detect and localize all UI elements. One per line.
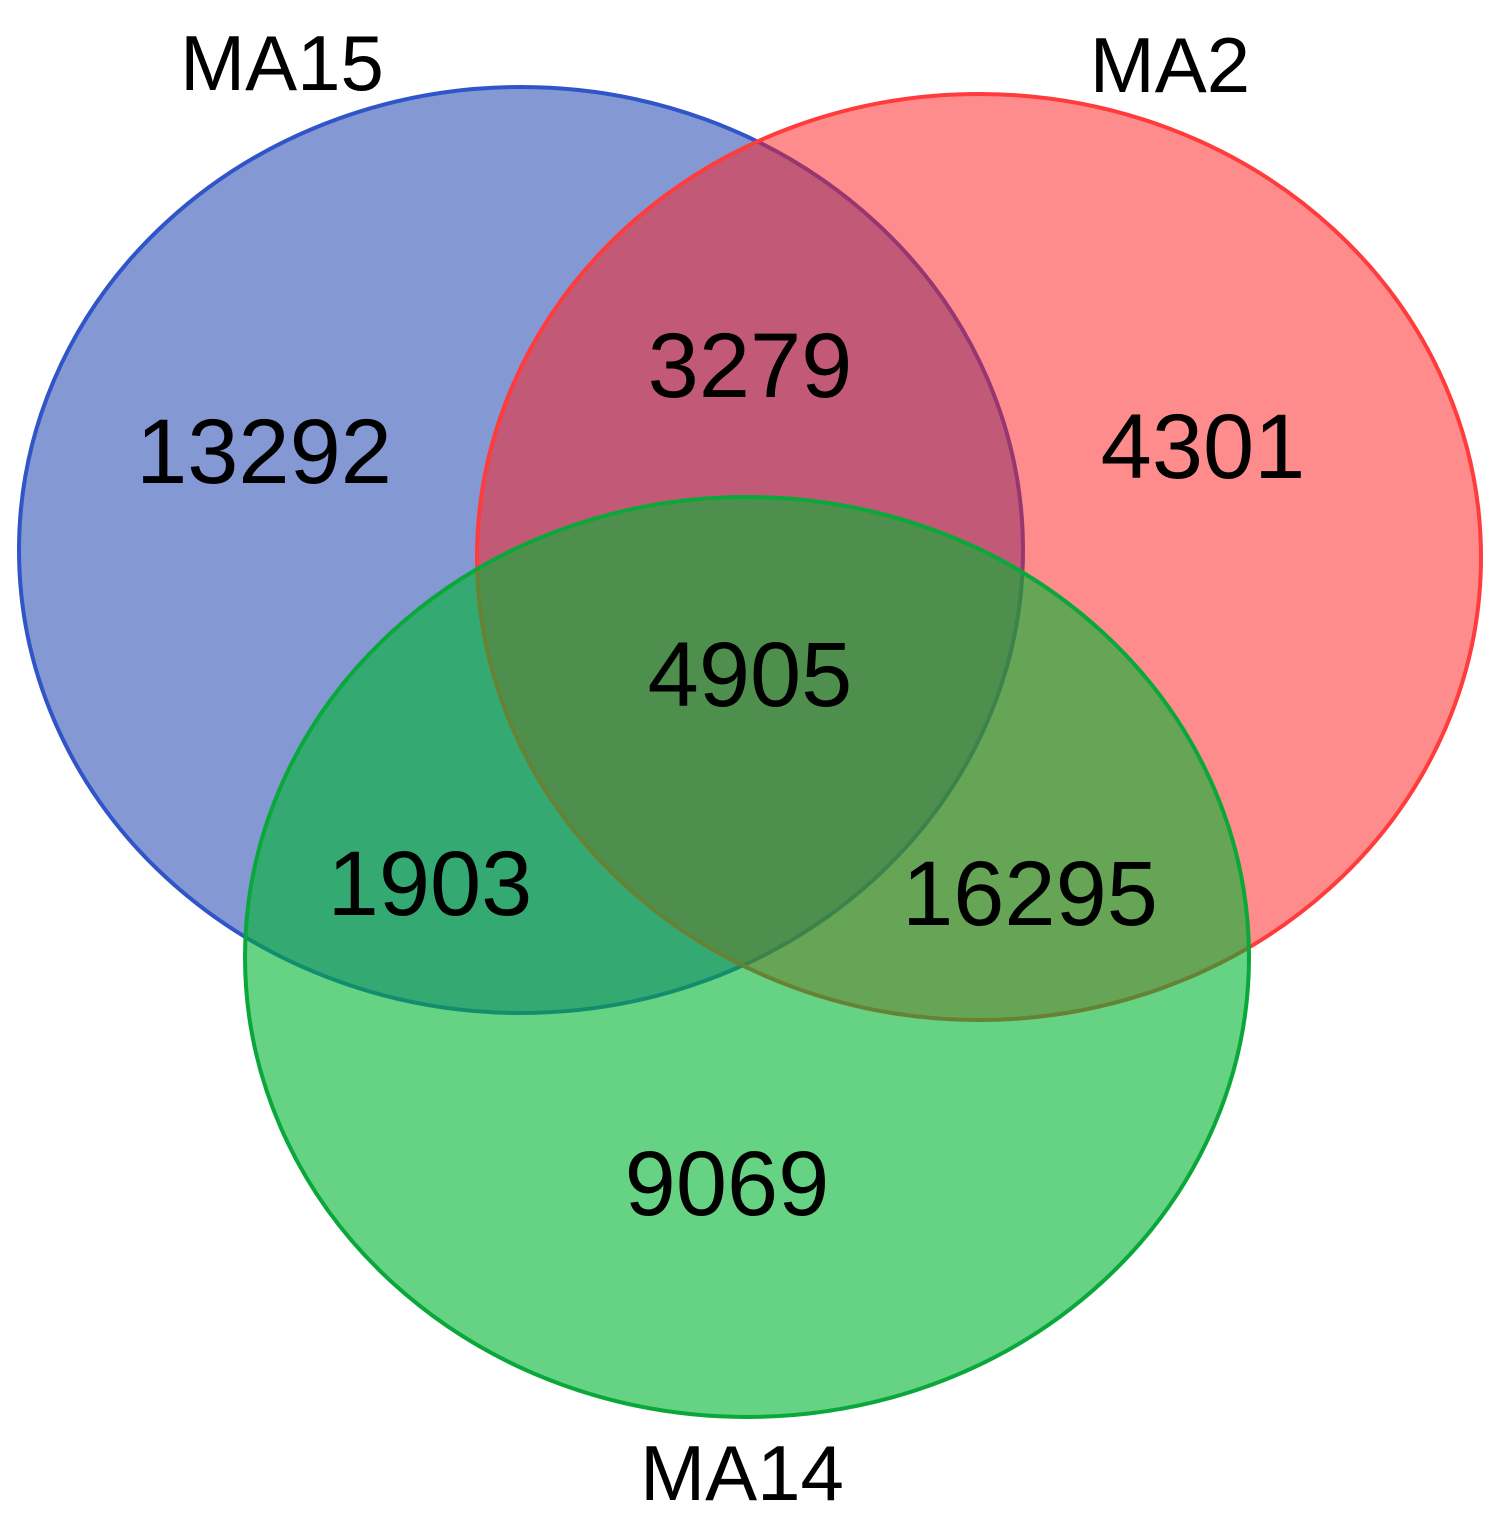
count-ma14-only: 9069 (625, 1133, 830, 1235)
count-ma15-only: 13292 (136, 401, 392, 503)
count-ma2-only: 4301 (1101, 396, 1306, 498)
set-label-ma2: MA2 (1090, 21, 1250, 109)
count-ma15-ma14: 1903 (328, 833, 533, 935)
count-ma15-ma2: 3279 (648, 315, 853, 417)
set-label-ma15: MA15 (180, 19, 384, 107)
count-ma2-ma14: 16295 (902, 843, 1158, 945)
set-label-ma14: MA14 (640, 1429, 844, 1517)
set-circle-ma14 (243, 495, 1251, 1419)
count-all-three: 4905 (648, 624, 853, 726)
